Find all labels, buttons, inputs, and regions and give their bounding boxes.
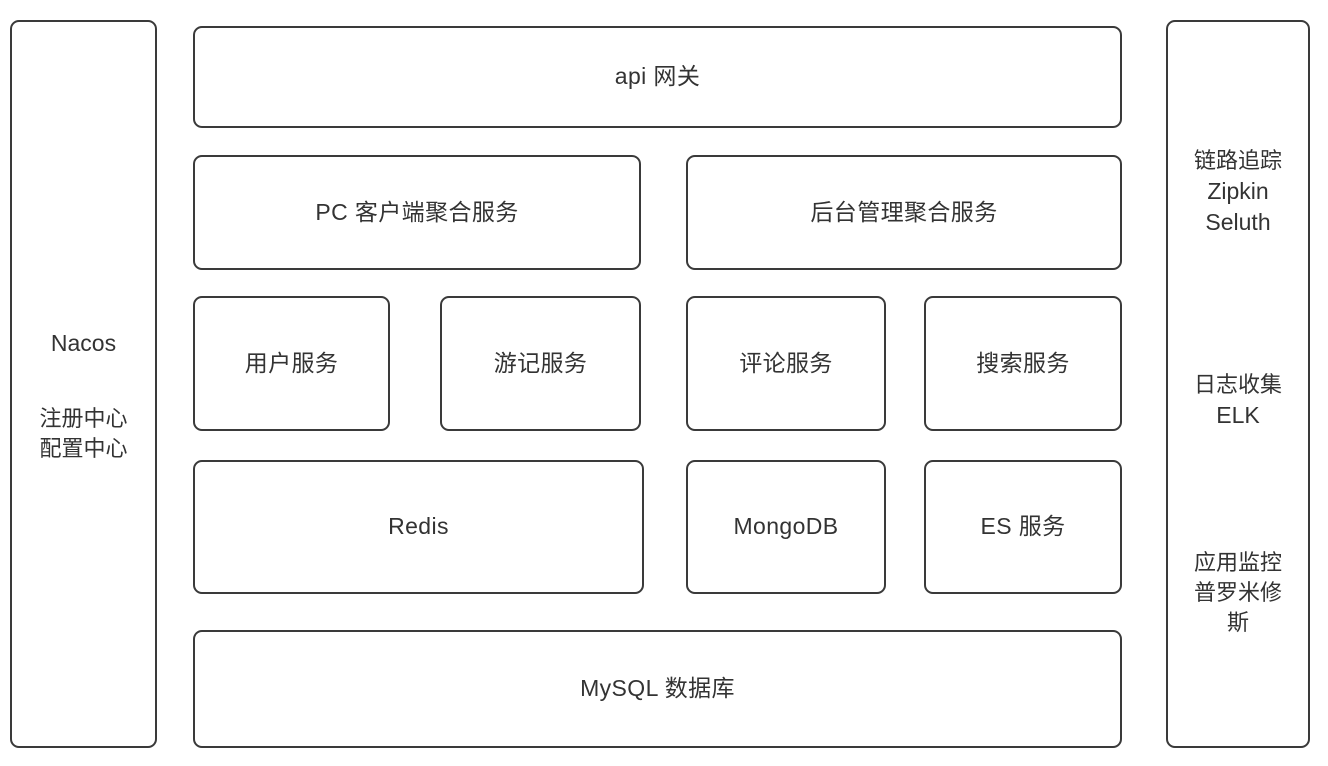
es-service-box[interactable]: ES 服务 [924, 460, 1122, 594]
monitor-prometheus-label-line2: 斯 [1226, 609, 1249, 635]
mongodb-box[interactable]: MongoDB [686, 460, 886, 594]
monitor-group: 应用监控 普罗米修 斯 [1168, 548, 1308, 638]
comment-service-box[interactable]: 评论服务 [686, 296, 886, 431]
admin-aggregation-service-box[interactable]: 后台管理聚合服务 [686, 155, 1122, 270]
travel-note-service-box[interactable]: 游记服务 [440, 296, 641, 431]
comment-service-label: 评论服务 [739, 349, 833, 376]
nacos-panel[interactable]: Nacos 注册中心 配置中心 [10, 20, 157, 748]
monitor-title-label: 应用监控 [1193, 550, 1282, 575]
pc-client-aggregation-service-box[interactable]: PC 客户端聚合服务 [193, 155, 641, 270]
nacos-roles-group: 注册中心 配置中心 [12, 404, 155, 464]
admin-aggregation-service-label: 后台管理聚合服务 [810, 198, 998, 225]
search-service-label: 搜索服务 [976, 349, 1070, 376]
trace-zipkin-label: Zipkin [1207, 177, 1269, 204]
observability-panel[interactable]: 链路追踪 Zipkin Seluth 日志收集 ELK 应用监控 普罗米修 斯 [1166, 20, 1310, 748]
user-service-label: 用户服务 [244, 349, 339, 376]
api-gateway-label: api 网关 [614, 63, 701, 90]
es-service-label: ES 服务 [980, 513, 1066, 540]
nacos-title-group: Nacos [12, 328, 155, 359]
nacos-title: Nacos [50, 330, 117, 356]
trace-group: 链路追踪 Zipkin Seluth [1168, 146, 1308, 238]
log-elk-label: ELK [1216, 401, 1260, 428]
log-group: 日志收集 ELK [1168, 370, 1308, 431]
log-title-label: 日志收集 [1193, 372, 1282, 397]
mysql-database-label: MySQL 数据库 [580, 675, 735, 702]
nacos-config-label: 配置中心 [39, 435, 128, 461]
trace-title-label: 链路追踪 [1193, 148, 1282, 173]
pc-client-aggregation-service-label: PC 客户端聚合服务 [315, 198, 519, 225]
travel-note-service-label: 游记服务 [493, 349, 588, 376]
redis-box[interactable]: Redis [193, 460, 644, 594]
trace-sleuth-label: Seluth [1205, 209, 1271, 236]
api-gateway-box[interactable]: api 网关 [193, 26, 1122, 128]
user-service-box[interactable]: 用户服务 [193, 296, 390, 431]
mysql-database-box[interactable]: MySQL 数据库 [193, 630, 1122, 748]
search-service-box[interactable]: 搜索服务 [924, 296, 1122, 431]
monitor-prometheus-label-line1: 普罗米修 [1193, 579, 1282, 605]
nacos-registry-label: 注册中心 [39, 406, 128, 431]
mongodb-label: MongoDB [733, 513, 839, 540]
redis-label: Redis [388, 513, 449, 540]
